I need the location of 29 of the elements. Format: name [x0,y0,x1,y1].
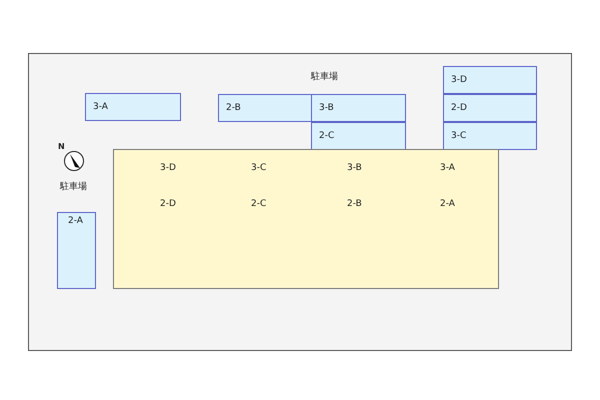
area-label: 駐車場 [311,70,338,83]
parking-space [57,212,96,289]
unit-label: 3-A [93,102,108,112]
area-label: 駐車場 [60,180,87,193]
unit-label: 2-C [251,199,266,209]
unit-label: 3-C [451,131,466,141]
parking-space [443,122,537,150]
parking-space [218,94,312,122]
parking-space [311,94,406,122]
parking-space [443,94,537,122]
parking-space [85,93,181,121]
unit-label: 2-C [319,131,334,141]
apartment-building [113,149,499,289]
unit-label: 2-B [226,103,241,113]
unit-label: 2-D [451,103,467,113]
unit-label: 3-D [451,75,467,85]
site-boundary [28,53,572,351]
unit-label: 2-D [160,199,176,209]
unit-label: 3-B [319,103,334,113]
unit-label: 3-D [160,163,176,173]
unit-label: 2-B [347,199,362,209]
unit-label: 3-A [440,163,455,173]
unit-label: 3-C [251,163,266,173]
unit-label: 3-B [347,163,362,173]
parking-space [443,66,537,94]
parking-space [311,122,406,150]
north-label: N [58,142,65,151]
unit-label: 2-A [68,216,83,226]
unit-label: 2-A [440,199,455,209]
